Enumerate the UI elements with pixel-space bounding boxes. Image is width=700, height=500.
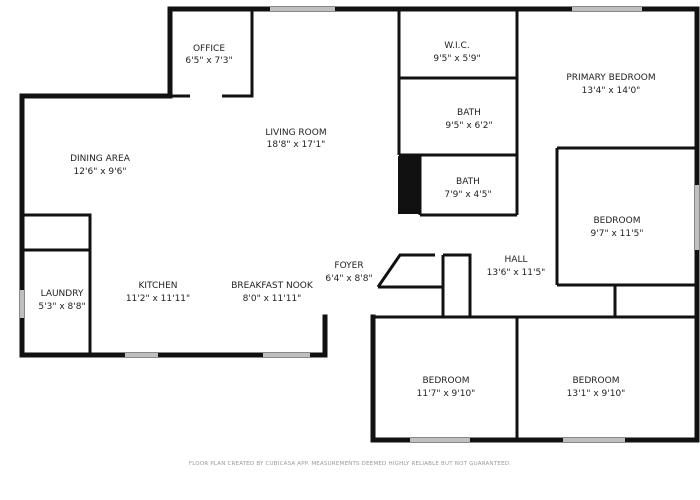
- room-dims-wic: 9'5" x 5'9": [433, 54, 480, 64]
- room-dims-kitchen: 11'2" x 11'11": [126, 294, 190, 304]
- room-name-primary-bedroom: PRIMARY BEDROOM: [566, 73, 655, 83]
- room-dims-dining-area: 12'6" x 9'6": [74, 167, 127, 177]
- room-labels: OFFICE 6'5" x 7'3" W.I.C. 9'5" x 5'9" PR…: [38, 41, 655, 399]
- room-name-office: OFFICE: [193, 44, 225, 54]
- room-dims-bath-1: 9'5" x 6'2": [445, 121, 492, 131]
- room-name-bedroom-east: BEDROOM: [594, 216, 641, 226]
- room-dims-hall: 13'6" x 11'5": [487, 268, 546, 278]
- room-name-bath-2: BATH: [456, 177, 480, 187]
- room-dims-office: 6'5" x 7'3": [185, 56, 232, 66]
- room-name-laundry: LAUNDRY: [41, 289, 84, 299]
- room-dims-primary-bedroom: 13'4" x 14'0": [582, 86, 641, 96]
- windows: [20, 7, 699, 442]
- room-name-bath-1: BATH: [457, 108, 481, 118]
- interior-walls: [22, 9, 697, 440]
- room-dims-foyer: 6'4" x 8'8": [325, 274, 372, 284]
- room-name-hall: HALL: [505, 255, 528, 265]
- room-dims-bedroom-sw: 11'7" x 9'10": [417, 389, 476, 399]
- room-dims-bedroom-east: 9'7" x 11'5": [591, 229, 644, 239]
- room-name-bedroom-sw: BEDROOM: [423, 376, 470, 386]
- closet-fill: [398, 156, 419, 214]
- room-dims-bedroom-se: 13'1" x 9'10": [567, 389, 626, 399]
- room-name-foyer: FOYER: [334, 261, 363, 271]
- room-name-kitchen: KITCHEN: [139, 281, 178, 291]
- room-name-bedroom-se: BEDROOM: [573, 376, 620, 386]
- room-name-breakfast-nook: BREAKFAST NOOK: [231, 281, 314, 291]
- room-name-wic: W.I.C.: [444, 41, 469, 51]
- room-dims-laundry: 5'3" x 8'8": [38, 302, 85, 312]
- room-dims-breakfast-nook: 8'0" x 11'11": [243, 294, 302, 304]
- room-dims-living-room: 18'8" x 17'1": [267, 140, 326, 150]
- room-name-dining-area: DINING AREA: [70, 154, 131, 164]
- room-name-living-room: LIVING ROOM: [265, 128, 326, 138]
- room-dims-bath-2: 7'9" x 4'5": [444, 190, 491, 200]
- disclaimer-footer: FLOOR PLAN CREATED BY CUBICASA APP. MEAS…: [188, 461, 512, 467]
